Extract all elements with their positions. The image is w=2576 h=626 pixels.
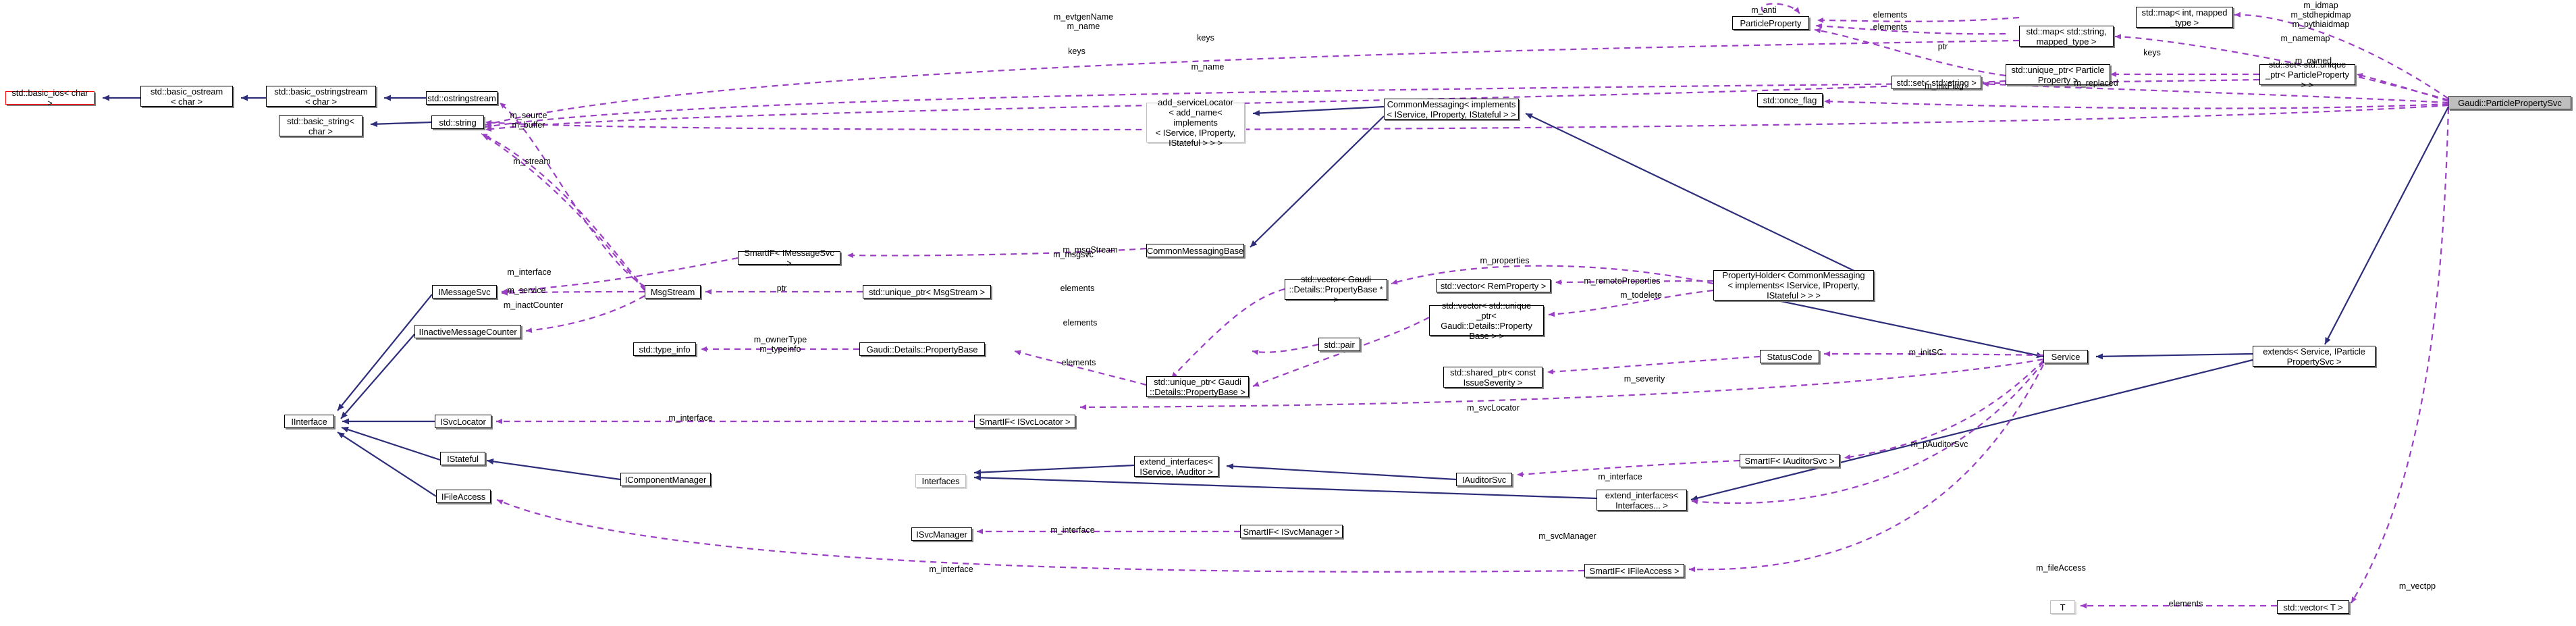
class-node-particleproperty[interactable]: ParticleProperty (1732, 16, 1809, 30)
class-node-std_pair[interactable]: std::pair (1318, 338, 1360, 351)
edge-label-lbl-elements-vec1: elements (1060, 284, 1095, 293)
edge-label-lbl-elements-vec2: elements (1063, 318, 1098, 328)
edge-label-lbl-keys-2: keys (1197, 33, 1214, 43)
edge-label-lbl-m_name-2: m_name (1191, 62, 1225, 72)
class-node-service[interactable]: Service (2043, 350, 2088, 363)
class-node-iinactmsgcounter[interactable]: IInactiveMessageCounter (414, 325, 521, 338)
edge-label-lbl-elements-pp1: elements (1873, 10, 1908, 20)
edge-label-lbl-elements-pp2: elements (1873, 22, 1908, 32)
class-node-propertyholder[interactable]: PropertyHolder< CommonMessaging < implem… (1713, 270, 1874, 301)
edge-label-lbl-m_inactCounter: m_inactCounter (503, 301, 564, 310)
edge-label-lbl-keys-1: keys (2143, 48, 2161, 57)
edge-label-lbl-m_properties: m_properties (1480, 256, 1530, 265)
edge-label-lbl-m_evtgenName: m_evtgenName m_name (1053, 12, 1114, 31)
class-node-interfaces[interactable]: Interfaces (915, 474, 966, 488)
edge-label-lbl-m_anti: m_anti (1751, 5, 1777, 15)
class-node-icomponentmanager[interactable]: IComponentManager (620, 473, 711, 486)
edge-label-lbl-elements-vec3: elements (1061, 358, 1096, 367)
class-node-istateful[interactable]: IStateful (440, 452, 485, 465)
edge-label-lbl-keys-3: keys (1068, 47, 1085, 56)
class-node-typeinfo[interactable]: std::type_info (633, 342, 696, 356)
class-node-generic_T[interactable]: T (2050, 600, 2075, 614)
edge-label-lbl-m_interface-5: m_interface (929, 565, 973, 574)
class-node-basic_ostringstream[interactable]: std::basic_ostringstream < char > (266, 86, 376, 107)
class-node-smartif_ifileaccess[interactable]: SmartIF< IFileAccess > (1584, 564, 1684, 577)
edge-label-lbl-m_interface-3: m_interface (1598, 472, 1642, 481)
class-node-extends_service_iparticle[interactable]: extends< Service, IParticle PropertySvc … (2253, 346, 2376, 367)
edge-label-lbl-m_msgStream: m_msgStream (1063, 245, 1118, 255)
edge-label-lbl-m_vectpp: m_vectpp (2398, 581, 2436, 591)
class-node-set_string[interactable]: std::set< std::string > (1891, 76, 1981, 89)
class-node-string[interactable]: std::string (431, 115, 484, 129)
class-node-gaudi_propertybase[interactable]: Gaudi::Details::PropertyBase (859, 342, 985, 356)
class-node-set_unique_ptr_particleproperty[interactable]: std::set< std::unique _ptr< ParticleProp… (2259, 59, 2355, 90)
class-node-statuscode[interactable]: StatusCode (1760, 350, 1819, 363)
edge-label-lbl-m_ownerType: m_ownerType m_typeinfo (753, 335, 807, 354)
edge-label-lbl-ptr-msgstream: ptr (776, 284, 787, 293)
class-node-vector_remproperty[interactable]: std::vector< RemProperty > (1436, 279, 1551, 292)
class-node-unique_ptr_particleproperty[interactable]: std::unique_ptr< Particle Property > (2006, 64, 2110, 85)
class-node-gaudi_particlepropertysvc[interactable]: Gaudi::ParticlePropertySvc (2448, 96, 2571, 109)
class-node-shared_ptr_issueseverity[interactable]: std::shared_ptr< const IssueSeverity > (1443, 367, 1542, 388)
class-node-map_string_mapped[interactable]: std::map< std::string, mapped_type > (2019, 26, 2114, 47)
class-node-add_servicelocator[interactable]: add_serviceLocator < add_name< implement… (1146, 97, 1245, 148)
edge-label-lbl-m_service: m_service (507, 286, 546, 295)
class-node-extend_interfaces_generic[interactable]: extend_interfaces< Interfaces... > (1596, 490, 1687, 511)
edge-label-lbl-m_pAuditorSvc: m_pAuditorSvc (1910, 440, 1968, 449)
class-node-commonmessaging[interactable]: CommonMessaging< implements < IService, … (1384, 99, 1519, 120)
class-node-smartif_imsgsvc[interactable]: SmartIF< IMessageSvc > (738, 248, 840, 268)
class-node-basic_ios[interactable]: std::basic_ios< char > (5, 88, 95, 108)
class-node-imessagesvc[interactable]: IMessageSvc (432, 285, 497, 298)
class-node-msgstream[interactable]: MsgStream (645, 285, 701, 298)
class-node-ostringstream[interactable]: std::ostringstream (426, 91, 498, 105)
class-node-iauditorsvc[interactable]: IAuditorSvc (1456, 473, 1512, 486)
edge-label-lbl-m_msgsvc: m_msgsvc (1053, 250, 1094, 259)
class-node-smartif_isvclocator[interactable]: SmartIF< ISvcLocator > (974, 415, 1075, 428)
class-node-unique_ptr_propertybase[interactable]: std::unique_ptr< Gaudi ::Details::Proper… (1146, 376, 1249, 397)
class-node-map_int_mapped[interactable]: std::map< int, mapped _type > (2136, 7, 2233, 28)
edge-label-lbl-m_namemap: m_namemap (2280, 34, 2330, 43)
edge-label-lbl-m_interface-1: m_interface (507, 267, 552, 277)
class-node-basic_ostream[interactable]: std::basic_ostream < char > (140, 86, 233, 107)
edge-label-lbl-m_todelete: m_todelete (1620, 290, 1662, 300)
class-node-basic_string[interactable]: std::basic_string< char > (279, 115, 363, 136)
class-node-isvcmanager[interactable]: ISvcManager (911, 527, 972, 541)
class-node-iinterface[interactable]: IInterface (284, 415, 334, 428)
class-node-smartif_isvcmanager[interactable]: SmartIF< ISvcManager > (1240, 525, 1343, 538)
edge-label-lbl-m_idmap: m_idmap m_stdhepidmap m_pythiaidmap (2290, 1, 2351, 29)
class-node-vector_T[interactable]: std::vector< T > (2277, 600, 2349, 614)
edge-label-lbl-m_interface-4: m_interface (1050, 525, 1095, 535)
edge-label-lbl-m_remoteProperties: m_remoteProperties (1584, 276, 1661, 286)
edge-label-lbl-m_severity: m_severity (1624, 374, 1665, 384)
class-node-vector_unique_ptr_propertybase[interactable]: std::vector< std::unique _ptr< Gaudi::De… (1429, 301, 1544, 341)
class-node-vector_propertybase_ptr[interactable]: std::vector< Gaudi ::Details::PropertyBa… (1285, 274, 1387, 305)
class-node-isvclocator[interactable]: ISvcLocator (435, 415, 491, 428)
edge-label-lbl-elements-T: elements (2168, 599, 2203, 608)
class-node-unique_ptr_msgstream[interactable]: std::unique_ptr< MsgStream > (863, 285, 991, 298)
edge-label-lbl-m_interface-2: m_interface (668, 413, 713, 423)
edge-label-lbl-m_fileAccess: m_fileAccess (2036, 563, 2086, 573)
class-node-once_flag[interactable]: std::once_flag (1757, 93, 1823, 107)
class-node-extend_interfaces_iservice[interactable]: extend_interfaces< IService, IAuditor > (1134, 456, 1218, 477)
class-node-smartif_iauditorsvc[interactable]: SmartIF< IAuditorSvc > (1740, 454, 1840, 467)
edge-label-lbl-m_source: m_source m_buffer (510, 111, 547, 130)
edge-label-lbl-m_stream: m_stream (513, 157, 551, 166)
edge-label-lbl-m_svcManager: m_svcManager (1538, 531, 1596, 541)
edge-label-lbl-ptr-pp: ptr (1937, 42, 1948, 51)
edge-label-lbl-m_initSC: m_initSC (1908, 348, 1943, 357)
class-node-commonmessagingbase[interactable]: CommonMessagingBase (1146, 244, 1244, 257)
edge-label-lbl-m_svcLocator: m_svcLocator (1467, 403, 1520, 413)
class-node-ifileaccess[interactable]: IFileAccess (436, 490, 491, 503)
